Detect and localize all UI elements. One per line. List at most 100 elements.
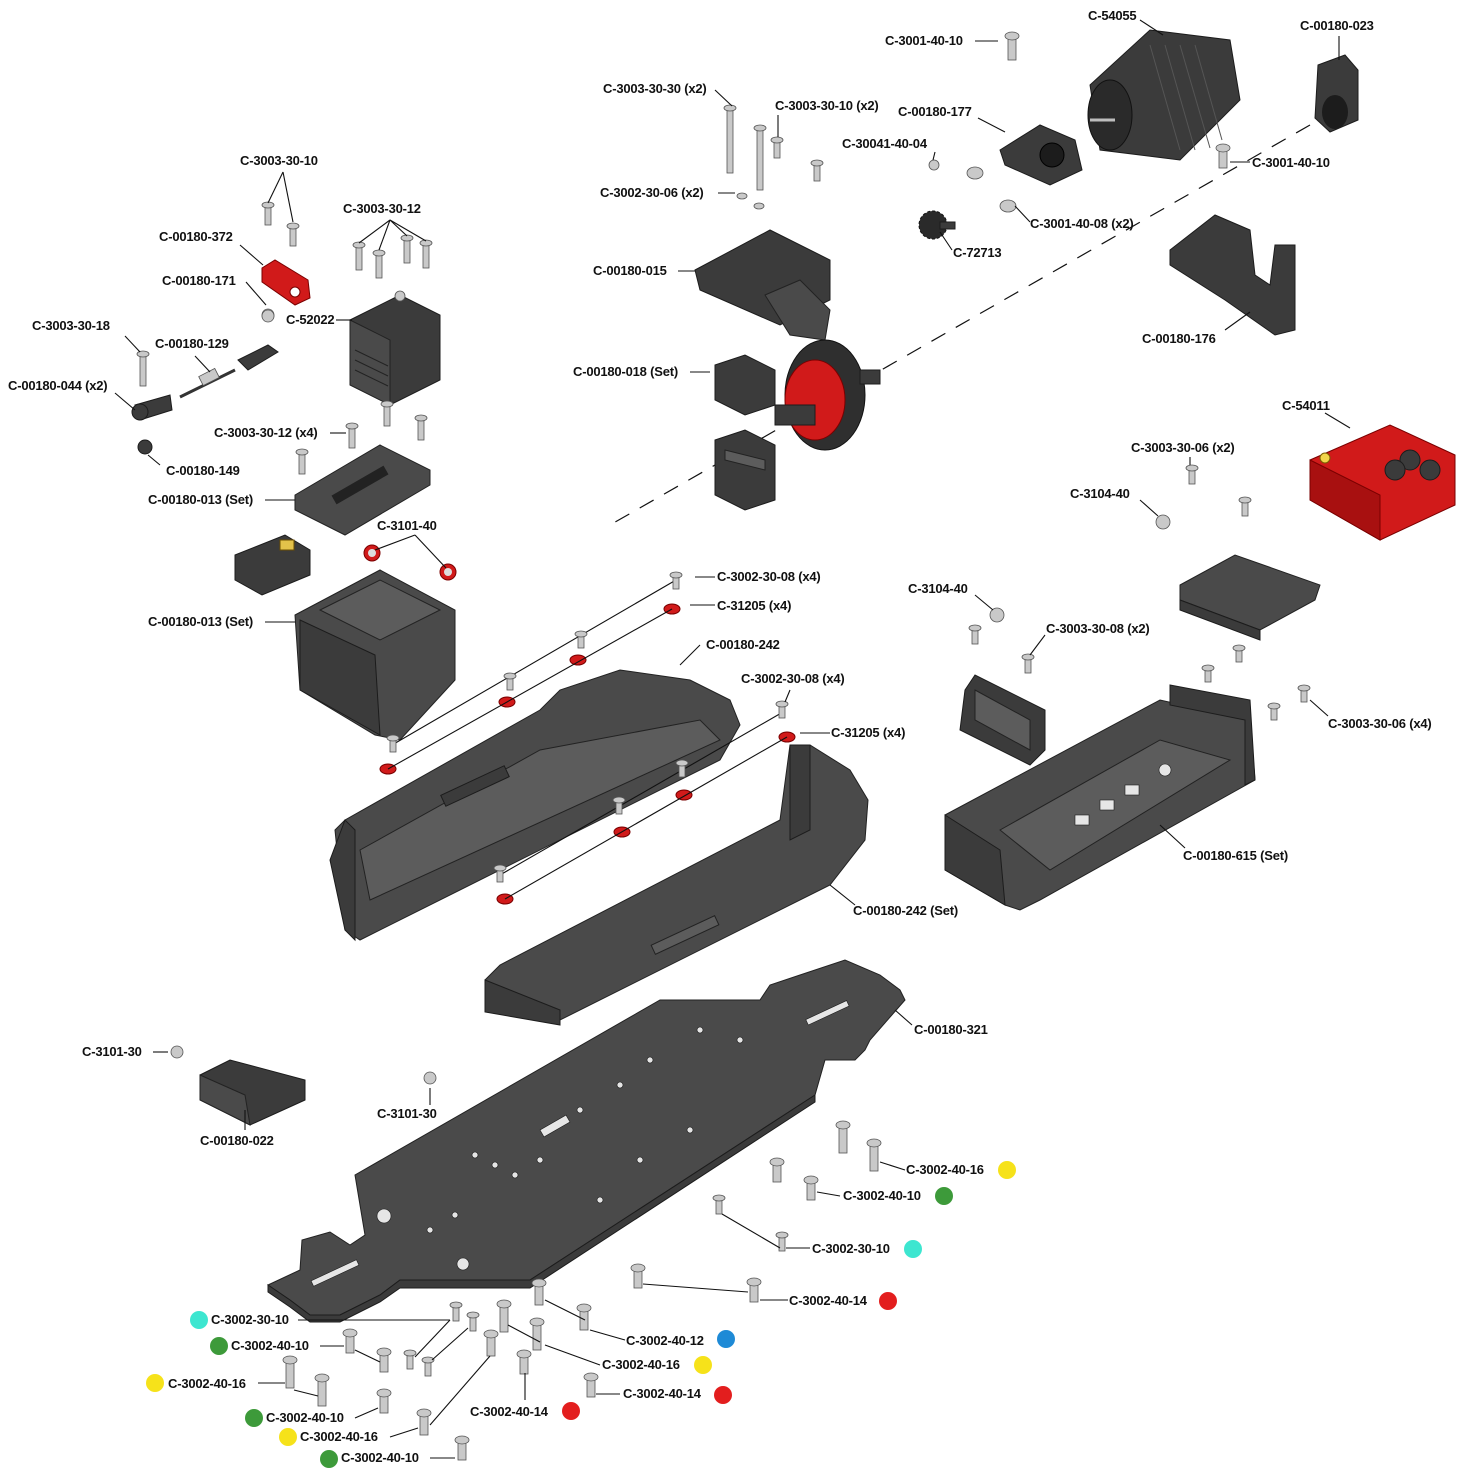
part-label: C-3002-40-10 [231,1338,309,1353]
part-label: C-30041-40-04 [842,136,927,151]
part-label: C-3002-40-16 [906,1162,984,1177]
part-label: C-00180-149 [166,463,240,478]
part-label: C-72713 [953,245,1002,260]
servo-horn [261,259,311,306]
part-label: C-3002-40-14 [623,1386,701,1401]
part-label: C-3002-40-10 [266,1410,344,1425]
receiver-box [294,569,456,741]
part-label: C-3003-30-30 (x2) [603,81,707,96]
gearbox-top-cover [694,229,831,341]
part-label: C-3002-30-10 [812,1241,890,1256]
part-label: C-00180-177 [898,104,972,119]
part-label: C-3003-30-12 (x4) [214,425,318,440]
part-label: C-3003-30-06 (x4) [1328,716,1432,731]
part-label: C-00180-615 (Set) [1183,848,1288,863]
part-label: C-3003-30-10 (x2) [775,98,879,113]
alignment-axis-line [609,124,1311,526]
part-label: C-3001-40-10 [885,33,963,48]
turnbuckle-linkage [131,308,279,455]
esc-mount-plate [1179,554,1321,641]
part-label: C-54055 [1088,8,1137,23]
red-indicator-dot [714,1386,732,1404]
side-guard-left [329,669,741,942]
part-label: C-3002-40-14 [789,1293,867,1308]
washer-alignment-lines [387,579,788,900]
part-label: C-54011 [1282,398,1330,413]
part-label: C-3003-30-18 [32,318,110,333]
motor-brace [1169,214,1296,336]
part-label: C-3001-40-08 (x2) [1030,216,1134,231]
screws [136,31,1311,1461]
spur-gear-diff [774,339,881,451]
part-label: C-00180-015 [593,263,667,278]
part-label: C-3002-40-10 [843,1188,921,1203]
part-label: C-3002-40-12 [626,1333,704,1348]
part-label: C-00180-129 [155,336,229,351]
part-label: C-3104-40 [908,581,968,596]
cyan-indicator-dot [904,1240,922,1258]
part-label: C-00180-013 (Set) [148,492,253,507]
part-label: C-00180-018 (Set) [573,364,678,379]
part-label: C-3002-40-16 [168,1376,246,1391]
green-indicator-dot [210,1337,228,1355]
part-label: C-3101-30 [82,1044,142,1059]
part-label: C-3002-40-16 [300,1429,378,1444]
part-label: C-3101-30 [377,1106,437,1121]
servo-unit [349,290,441,406]
blue-indicator-dot [717,1330,735,1348]
part-label: C-00180-171 [162,273,236,288]
part-label: C-3003-30-06 (x2) [1131,440,1235,455]
part-label: C-3002-30-10 [211,1312,289,1327]
cyan-indicator-dot [190,1311,208,1329]
diff-housing-upper [714,354,776,416]
part-label: C-3104-40 [1070,486,1130,501]
motor-mount [999,124,1083,186]
part-label: C-3003-30-12 [343,201,421,216]
motor-unit [1087,29,1241,161]
yellow-indicator-dot [279,1428,297,1446]
part-label: C-00180-176 [1142,331,1216,346]
receiver-unit [234,534,311,596]
part-label: C-31205 (x4) [717,598,792,613]
side-guard-right [484,744,869,1026]
part-label: C-00180-013 (Set) [148,614,253,629]
part-label: C-3002-30-06 (x2) [600,185,704,200]
green-indicator-dot [245,1409,263,1427]
part-label: C-31205 (x4) [831,725,906,740]
servo-cover [294,444,431,536]
front-bumper-block [199,1059,306,1126]
part-label: C-00180-321 [914,1022,988,1037]
red-indicator-dot [562,1402,580,1420]
part-label: C-3003-30-08 (x2) [1046,621,1150,636]
part-label: C-00180-242 (Set) [853,903,958,918]
part-label: C-3002-40-10 [341,1450,419,1465]
green-indicator-dot [935,1187,953,1205]
diff-housing-lower [714,429,776,511]
motor-mount-cap [1314,54,1359,133]
green-indicator-dot [320,1450,338,1468]
yellow-indicator-dot [998,1161,1016,1179]
part-label: C-3101-40 [377,518,437,533]
part-label: C-00180-023 [1300,18,1374,33]
chassis-plate [266,959,906,1323]
part-label: C-3002-40-16 [602,1357,680,1372]
battery-tray [944,684,1256,911]
yellow-indicator-dot [146,1374,164,1392]
part-label: C-00180-242 [706,637,780,652]
red-indicator-dot [879,1292,897,1310]
leader-lines [114,19,1351,1459]
part-label: C-3002-30-08 (x4) [717,569,821,584]
part-label: C-3003-30-10 [240,153,318,168]
esc-unit [1309,424,1456,541]
part-label: C-00180-022 [200,1133,274,1148]
part-label: C-52022 [286,312,335,327]
part-label: C-3001-40-10 [1252,155,1330,170]
pinion-gear [918,210,956,240]
part-label: C-00180-372 [159,229,233,244]
part-label: C-3002-40-14 [470,1404,548,1419]
battery-end-block [959,674,1046,766]
part-label: C-00180-044 (x2) [8,378,108,393]
part-label: C-3002-30-08 (x4) [741,671,845,686]
lock-nuts [170,159,1171,1085]
